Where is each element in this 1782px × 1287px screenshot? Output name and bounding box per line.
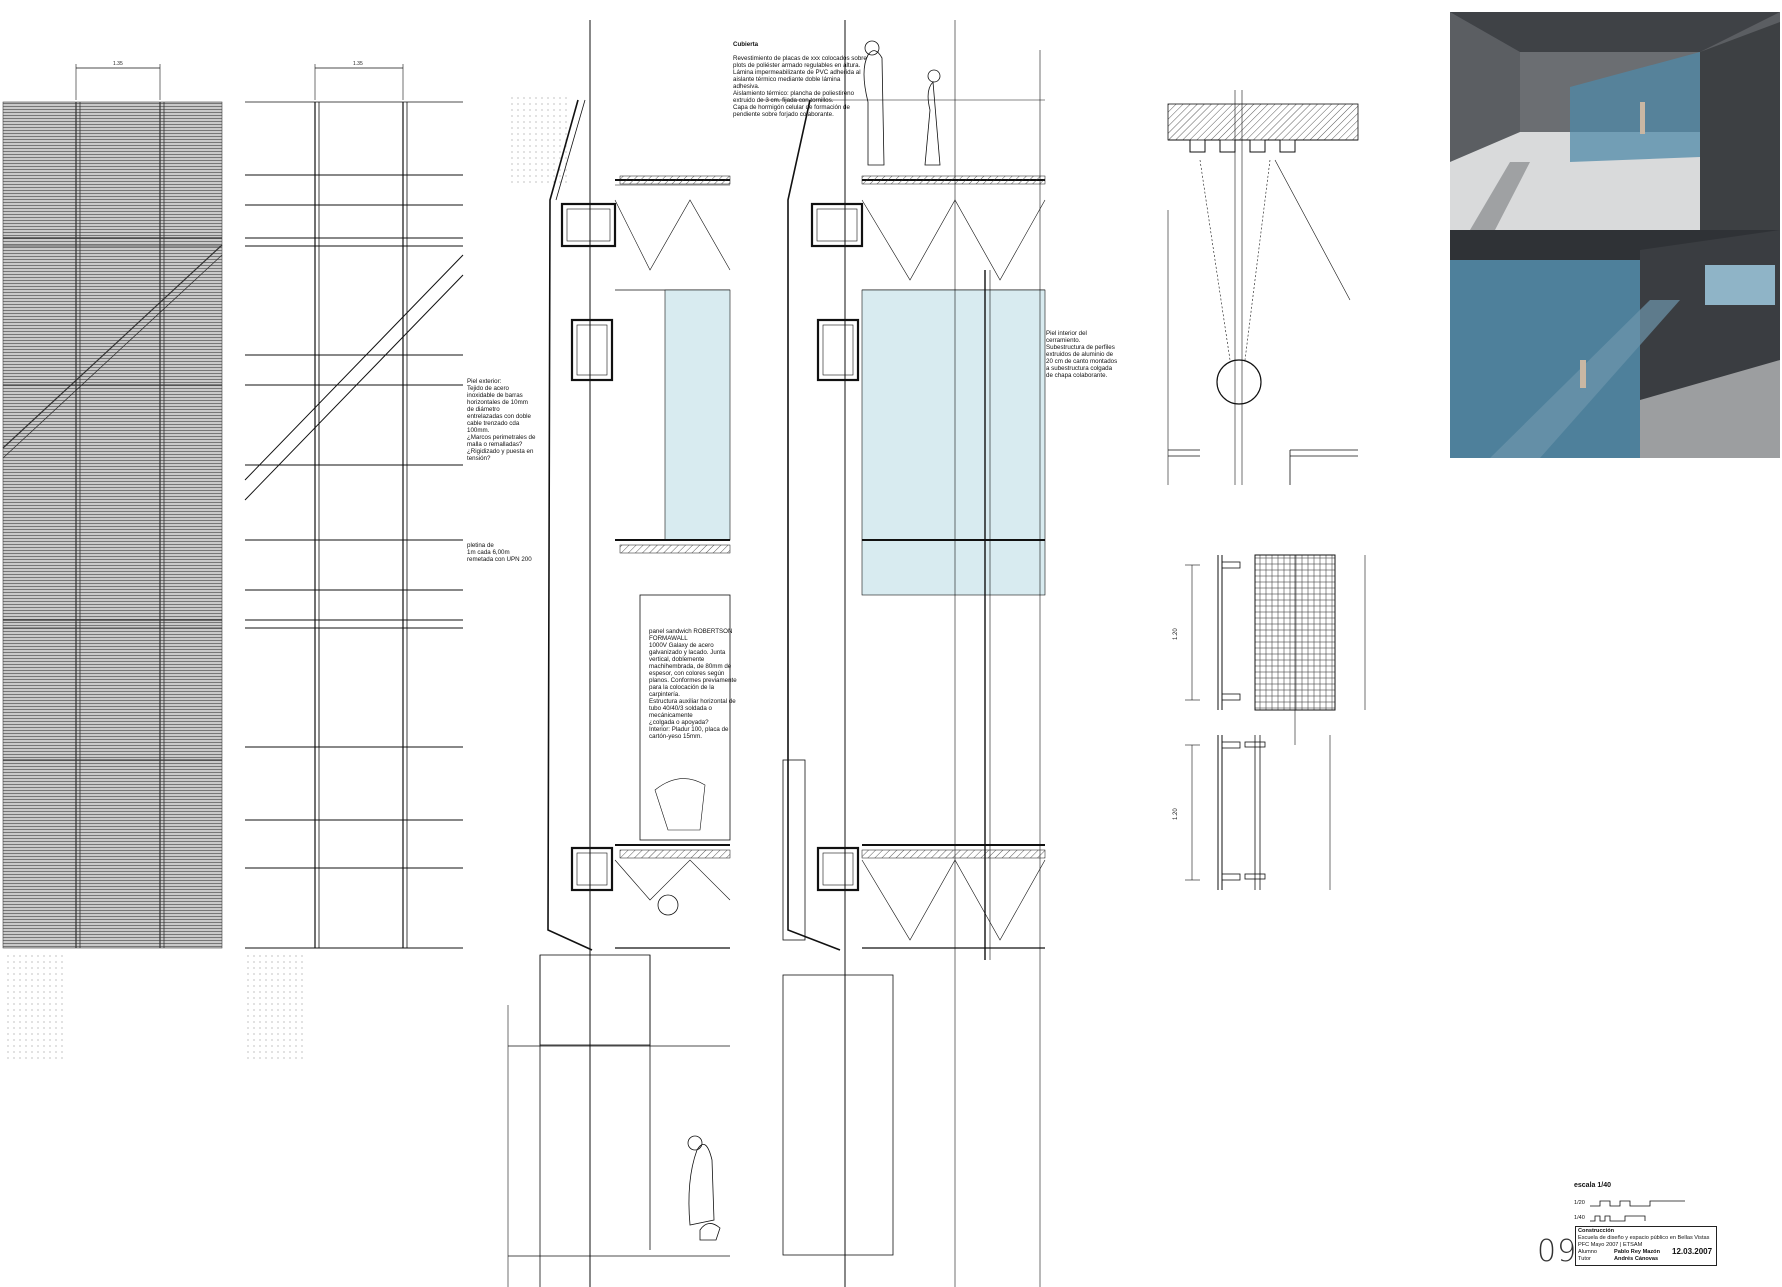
note-cubierta: Cubierta Revestimiento de placas de xxx … (733, 34, 883, 118)
project-name: Escuela de diseño y espacio público en B… (1578, 1235, 1710, 1241)
tutor-name: Andrés Cánovas (1614, 1256, 1659, 1262)
render-view-bottom (1450, 230, 1780, 458)
student-name: Pablo Rey Mazón (1614, 1249, 1661, 1255)
dimension-detail-lower: 1.20 (1173, 808, 1179, 820)
elevation-mesh-facade (2, 64, 223, 1062)
scale-label: escala 1/40 (1574, 1182, 1611, 1189)
note-panel-sandwich: panel sandwich ROBERTSON FORMAWALL 1000V… (649, 628, 737, 740)
dimension-detail-upper: 1.20 (1173, 628, 1179, 640)
tutor-label: Tutor (1578, 1256, 1591, 1262)
note-piel-exterior: Piel exterior: Tejido de acero inoxidabl… (467, 378, 536, 462)
sheet-title: Construcción (1578, 1228, 1615, 1234)
note-pletina: pletina de 1m cada 6,00m remetada con UP… (467, 542, 532, 563)
title-block: Construcción Escuela de diseño y espacio… (1575, 1226, 1717, 1266)
detail-mesh-panel-lower (1185, 735, 1331, 890)
dimension-elevation-a: 1.35 (113, 61, 123, 67)
detail-mesh-panel-upper (1185, 554, 1366, 745)
render-view-top (1450, 12, 1780, 230)
elevation-structure (244, 64, 464, 1062)
scale-bar-1-label: 1/20 (1574, 1200, 1585, 1206)
note-cubierta-title: Cubierta (733, 41, 759, 48)
wall-section-2 (760, 20, 1046, 1287)
dimension-elevation-b: 1.35 (353, 61, 363, 67)
detail-beam-column (1167, 90, 1359, 485)
date: 12.03.2007 (1672, 1247, 1713, 1256)
course-info: PFC Mayo 2007 | ETSAM (1578, 1242, 1643, 1248)
student-label: Alumno (1578, 1249, 1597, 1255)
wall-section-1 (507, 20, 731, 1287)
note-cubierta-body: Revestimiento de placas de xxx colocados… (733, 55, 867, 118)
sheet-number: 09 (1537, 1234, 1578, 1269)
scale-bar-2-label: 1/40 (1574, 1215, 1585, 1221)
note-piel-interior: Piel interior del cerramiento. Subestruc… (1046, 330, 1118, 379)
scale-bar-2 (1590, 1215, 1646, 1222)
scale-bar-1 (1590, 1200, 1685, 1207)
